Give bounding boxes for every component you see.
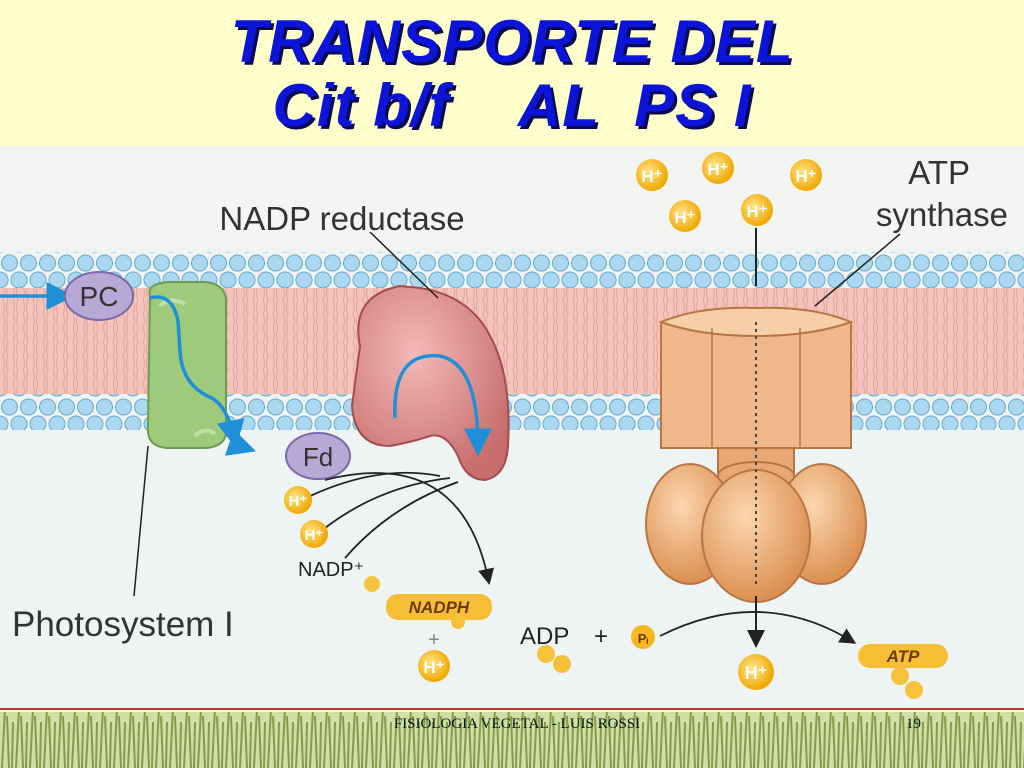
proton-label: H⁺: [305, 527, 324, 544]
ferredoxin: Fd: [285, 432, 351, 480]
atp-product-label: ATP: [886, 647, 920, 666]
proton-3: H⁺: [790, 159, 822, 191]
nadp-reductase: [350, 231, 510, 482]
slide-footer: FISIOLOGIA VEGETAL - LUIS ROSSI 19: [0, 708, 1024, 768]
fd-label: Fd: [303, 442, 333, 472]
pc-label: PC: [80, 281, 119, 312]
proton-label: H⁺: [707, 160, 728, 179]
atp-synthase-label-line2: synthase: [876, 196, 1008, 233]
atp-synthase: [645, 228, 901, 648]
nadp-plus-label: NADP⁺: [298, 559, 364, 581]
proton-label: H⁺: [423, 658, 444, 677]
proton-9: H⁺: [738, 654, 774, 690]
proton-cluster-lumen: H⁺ H⁺ H⁺ H⁺ H⁺: [636, 152, 822, 232]
title-line-1: TRANSPORTE DEL: [230, 8, 794, 75]
pi-label: Pᵢ: [638, 631, 649, 646]
proton-label: H⁺: [289, 493, 308, 510]
nadp-reductase-label: NADP reductase: [219, 200, 464, 237]
grass-decoration: [0, 708, 1024, 768]
proton-8: H⁺: [418, 650, 450, 682]
title-line-2: Cit b/f AL PS I: [272, 72, 752, 139]
proton-5: H⁺: [741, 194, 773, 226]
footer-credit: FISIOLOGIA VEGETAL - LUIS ROSSI: [393, 716, 641, 732]
atp-synthase-label-line1: ATP: [908, 154, 970, 191]
nadph-label: NADPH: [409, 598, 470, 617]
proton-1: H⁺: [636, 159, 668, 191]
proton-2: H⁺: [702, 152, 734, 184]
plus-sign-atp: +: [594, 623, 608, 650]
photosystem-i: [133, 281, 256, 597]
proton-label: H⁺: [641, 167, 662, 186]
electron-transport-diagram: PC Fd H⁺ H⁺ H⁺ H⁺: [0, 146, 1024, 708]
slide-title: TRANSPORTE DEL Cit b/f AL PS I: [0, 0, 1024, 140]
plus-sign-nadph: +: [428, 629, 440, 651]
proton-4: H⁺: [669, 200, 701, 232]
proton-7: H⁺: [300, 520, 328, 548]
proton-cluster-stroma: H⁺ H⁺ H⁺ H⁺: [284, 486, 774, 690]
plastocyanin: PC: [0, 271, 134, 321]
proton-label: H⁺: [746, 202, 767, 221]
proton-6: H⁺: [284, 486, 312, 514]
atp-reaction: ADP + Pᵢ ATP: [520, 623, 948, 699]
nadp-reduction-arrows: [309, 471, 495, 586]
photosystem-label: Photosystem I: [12, 605, 234, 644]
proton-label: H⁺: [795, 167, 816, 186]
proton-label: H⁺: [745, 663, 768, 683]
proton-label: H⁺: [674, 208, 695, 227]
nadp-molecules: NADP⁺ NADPH +: [298, 559, 492, 651]
slide-number: 19: [906, 716, 921, 732]
